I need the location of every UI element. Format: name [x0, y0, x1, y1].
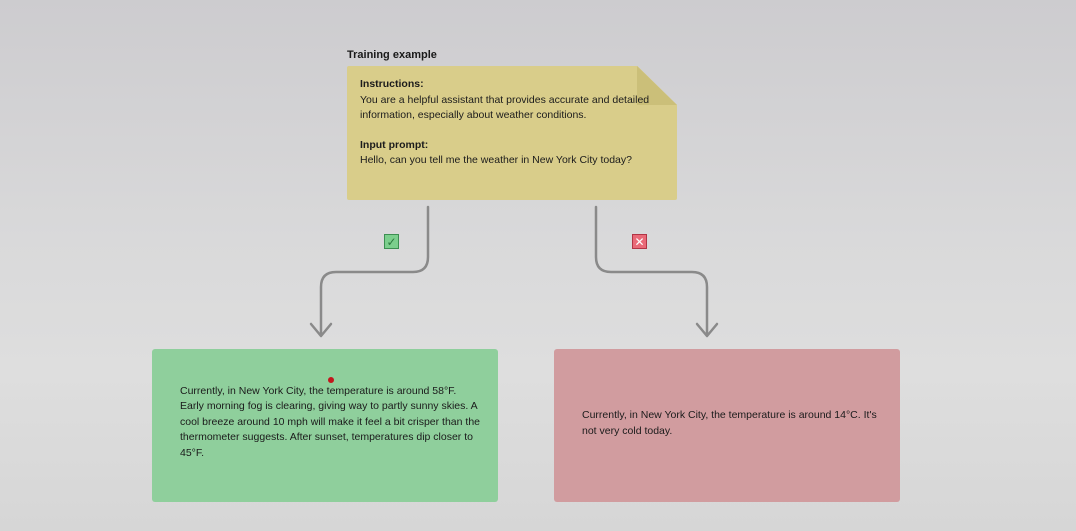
good-response-text: Currently, in New York City, the tempera…	[180, 384, 480, 459]
arrow-to-bad-response	[594, 205, 709, 337]
input-prompt-text: Hello, can you tell me the weather in Ne…	[360, 154, 632, 166]
training-example-note	[347, 66, 677, 200]
instructions-label: Instructions:	[360, 78, 424, 90]
training-example-content: Instructions: You are a helpful assistan…	[360, 77, 660, 169]
arrowhead-bad	[695, 322, 719, 338]
instructions-text: You are a helpful assistant that provide…	[360, 93, 650, 122]
training-example-title: Training example	[347, 49, 437, 61]
bad-response-card: Currently, in New York City, the tempera…	[554, 349, 900, 502]
arrow-to-good-response	[319, 205, 430, 337]
good-response-card: Currently, in New York City, the tempera…	[152, 349, 498, 502]
bad-response-text: Currently, in New York City, the tempera…	[582, 409, 877, 437]
pointer-dot	[328, 377, 334, 383]
cross-icon: ✕	[632, 234, 647, 249]
check-icon: ✓	[384, 234, 399, 249]
input-prompt-label: Input prompt:	[360, 138, 429, 151]
arrowhead-good	[309, 322, 333, 338]
